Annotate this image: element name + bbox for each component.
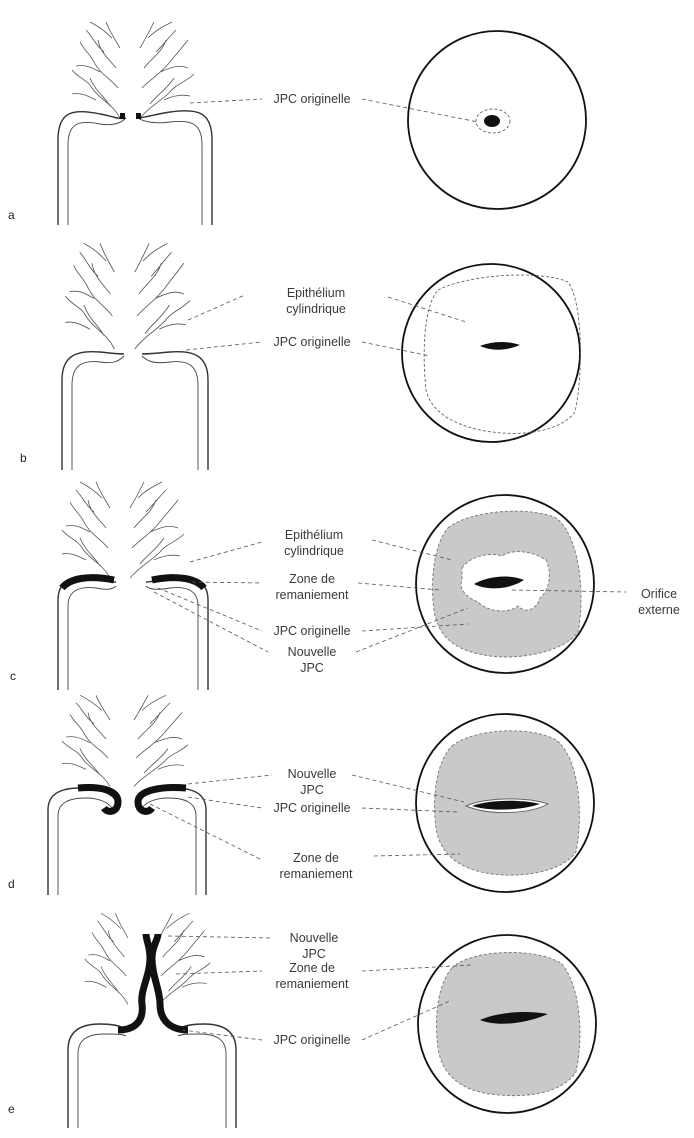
- label-orifice-line1: Orifice: [641, 587, 677, 601]
- leader-c-7: [154, 592, 268, 652]
- panel-b: b Epithélium cylindrique JPC originelle: [20, 243, 580, 470]
- label-zone-d-line1: Zone de: [293, 851, 339, 865]
- panel-letter-b: b: [20, 451, 27, 465]
- panel-letter-c: c: [10, 669, 16, 683]
- leader-b-3: [186, 342, 262, 350]
- leader-e-1: [168, 936, 272, 938]
- label-epithelium-c-line1: Epithélium: [285, 528, 343, 542]
- sagittal-section-d: [48, 695, 206, 895]
- sagittal-section-b: [62, 243, 208, 470]
- panel-e: e Nouvelle JPC Zone de remaniement JPC o…: [8, 913, 596, 1128]
- sagittal-section-c: [58, 482, 208, 690]
- leader-e-2: [176, 971, 262, 974]
- os-view-e: [418, 935, 596, 1113]
- leader-e-4: [182, 1030, 262, 1040]
- label-jpc-originelle-b: JPC originelle: [273, 335, 350, 349]
- leader-c-1: [190, 542, 262, 562]
- label-epithelium-b-line1: Epithélium: [287, 286, 345, 300]
- panel-letter-a: a: [8, 208, 15, 222]
- label-nouvelle-d-line1: Nouvelle: [288, 767, 337, 781]
- label-zone-e-line1: Zone de: [289, 961, 335, 975]
- panel-letter-e: e: [8, 1102, 15, 1116]
- leader-d-3: [188, 797, 262, 808]
- label-nouvelle-d-line2: JPC: [300, 783, 324, 797]
- os-view-b: [402, 264, 580, 442]
- panel-letter-d: d: [8, 877, 15, 891]
- leader-d-1: [188, 775, 272, 784]
- label-zone-c-line2: remaniement: [276, 588, 349, 602]
- sagittal-section-e: [68, 913, 236, 1128]
- label-jpc-originelle-d: JPC originelle: [273, 801, 350, 815]
- label-zone-d-line2: remaniement: [280, 867, 353, 881]
- label-zone-c-line1: Zone de: [289, 572, 335, 586]
- label-jpc-originelle-c: JPC originelle: [273, 624, 350, 638]
- leader-c-5: [158, 588, 262, 631]
- sagittal-section-a: [58, 22, 212, 225]
- label-nouvelle-c-line2: JPC: [300, 661, 324, 675]
- label-jpc-originelle-a: JPC originelle: [273, 92, 350, 106]
- label-epithelium-c-line2: cylindrique: [284, 544, 344, 558]
- panel-d: d Nouvelle JPC JPC originelle Zone de re…: [8, 695, 594, 895]
- leader-a-1: [190, 99, 262, 103]
- os-view-a: [408, 31, 586, 209]
- panel-a: a JPC originelle: [8, 22, 586, 225]
- label-jpc-originelle-e: JPC originelle: [273, 1033, 350, 1047]
- label-orifice-line2: externe: [638, 603, 680, 617]
- leader-b-1: [188, 295, 245, 320]
- label-nouvelle-c-line1: Nouvelle: [288, 645, 337, 659]
- label-nouvelle-e-line1: Nouvelle: [290, 931, 339, 945]
- label-epithelium-b-line2: cylindrique: [286, 302, 346, 316]
- os-view-d: [416, 714, 594, 892]
- label-zone-e-line2: remaniement: [276, 977, 349, 991]
- os-view-c: [416, 495, 594, 673]
- panel-c: c Epithélium cylindrique Zone de re: [10, 482, 680, 690]
- label-nouvelle-e-line2: JPC: [302, 947, 326, 961]
